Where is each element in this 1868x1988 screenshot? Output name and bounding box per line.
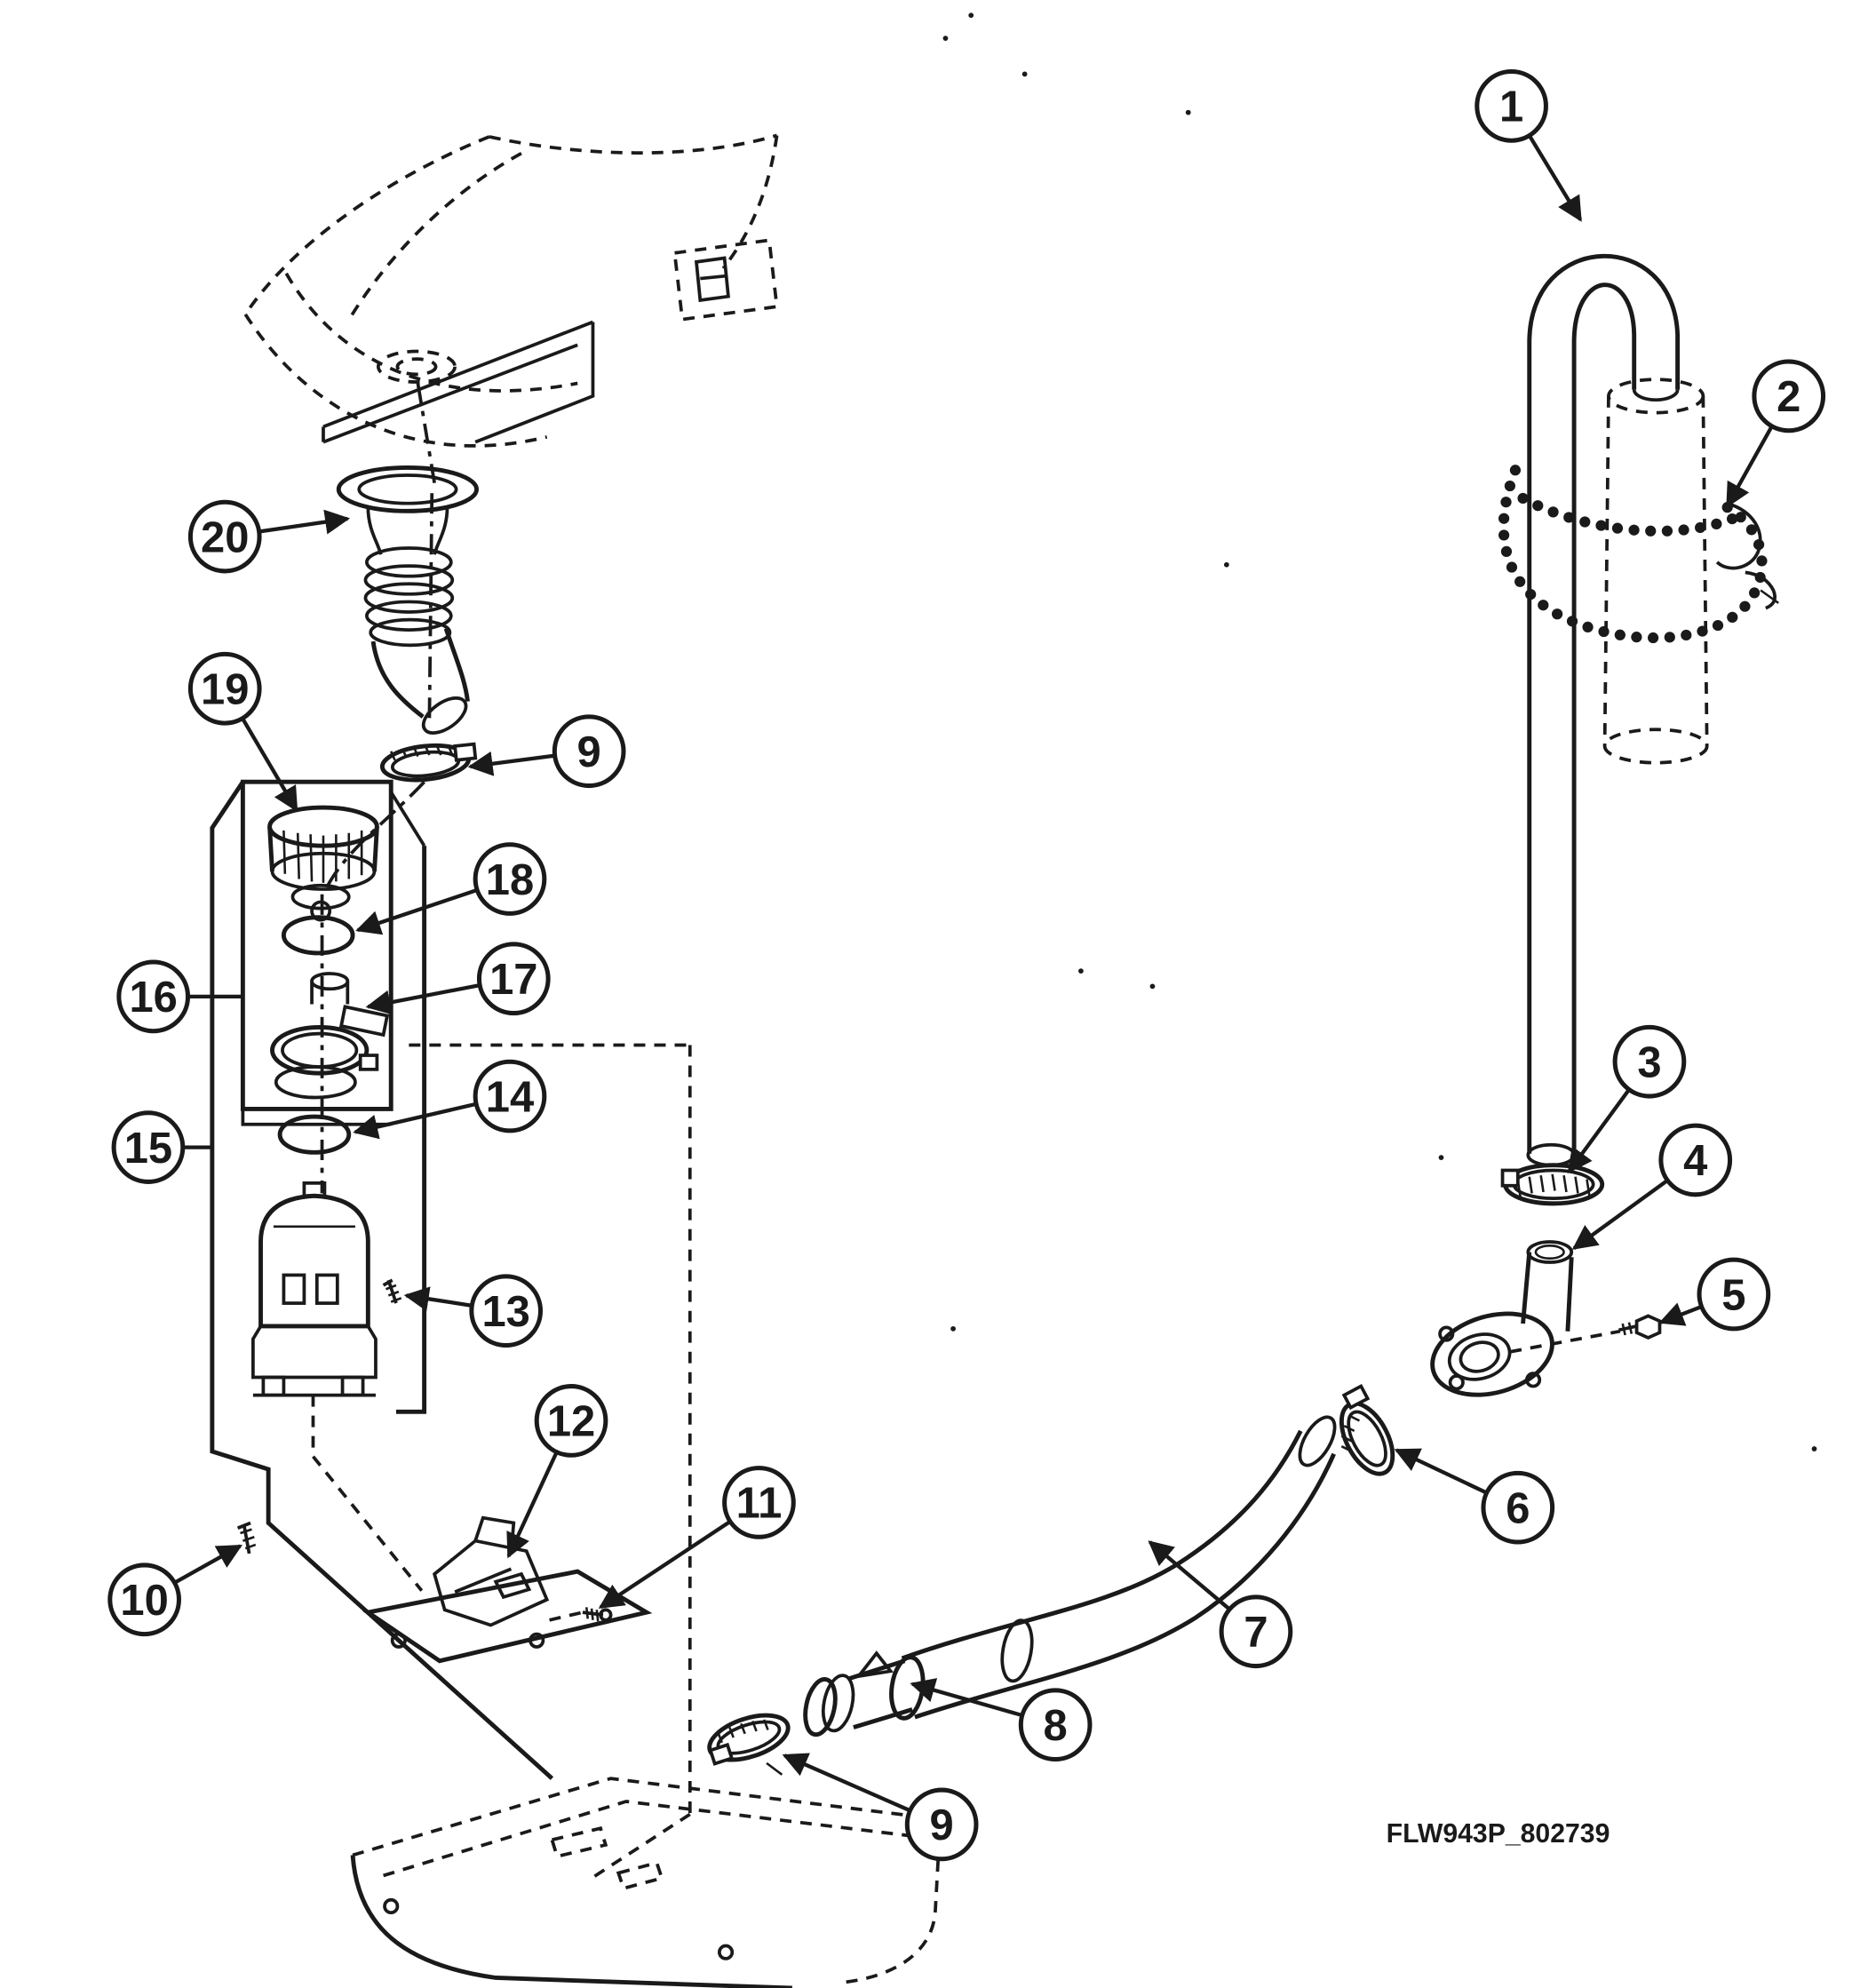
elbow-connector-8 (803, 1650, 913, 1738)
callout-9: 9 (782, 1753, 979, 1862)
callout-18: 18 (355, 842, 547, 935)
callout-20: 20 (187, 499, 351, 574)
callout-10: 10 (107, 1544, 242, 1637)
hose-clamp-3 (1500, 1163, 1605, 1206)
screw-11 (582, 1607, 613, 1622)
svg-text:7: 7 (1244, 1609, 1268, 1657)
screw-13 (382, 1278, 402, 1304)
screw-5 (1618, 1314, 1662, 1340)
svg-text:9: 9 (577, 728, 601, 776)
callout-3: 3 (1567, 1024, 1687, 1174)
callout-15: 15 (111, 1110, 212, 1184)
callout-6: 6 (1394, 1448, 1555, 1545)
callout-2: 2 (1725, 359, 1826, 509)
callout-7: 7 (1148, 1540, 1293, 1669)
drain-pump (251, 1181, 378, 1397)
callout-8: 8 (910, 1678, 1093, 1762)
svg-text:16: 16 (130, 974, 178, 1022)
svg-text:15: 15 (124, 1125, 172, 1173)
outlet-flange-4 (1430, 1240, 1574, 1397)
bead-chain-2 (1498, 465, 1779, 644)
standpipe-outline (1602, 378, 1709, 765)
svg-text:3: 3 (1637, 1038, 1661, 1086)
drain-funnel (336, 465, 480, 735)
svg-text:20: 20 (201, 513, 249, 561)
base-frame (350, 1777, 942, 1988)
callout-12: 12 (506, 1384, 608, 1559)
callout-9: 9 (467, 714, 626, 789)
pump-inlet-cap (267, 805, 379, 922)
svg-text:6: 6 (1506, 1484, 1530, 1532)
tub-outline (243, 133, 779, 448)
svg-text:18: 18 (486, 856, 534, 904)
svg-text:9: 9 (930, 1801, 954, 1849)
svg-text:12: 12 (547, 1398, 595, 1446)
hose-clamp-6 (1339, 1383, 1395, 1476)
centerlines (266, 383, 1621, 1882)
hose-clamp-top (379, 742, 478, 783)
callout-5: 5 (1658, 1257, 1771, 1332)
screw-10 (236, 1521, 257, 1555)
svg-text:4: 4 (1683, 1137, 1707, 1185)
svg-text:11: 11 (736, 1480, 783, 1528)
seal-ring-14 (277, 1114, 352, 1155)
callout-4: 4 (1571, 1123, 1733, 1250)
svg-text:2: 2 (1777, 373, 1800, 421)
svg-text:10: 10 (120, 1577, 168, 1625)
svg-text:17: 17 (489, 956, 537, 1004)
svg-text:1: 1 (1499, 83, 1523, 131)
callout-14: 14 (353, 1059, 547, 1140)
svg-text:14: 14 (486, 1073, 534, 1121)
valve-fitting-17 (270, 972, 390, 1100)
callout-11: 11 (598, 1466, 796, 1610)
drain-hose-7 (889, 1415, 1337, 1721)
svg-text:13: 13 (481, 1288, 529, 1336)
svg-text:19: 19 (201, 666, 249, 714)
svg-text:5: 5 (1721, 1271, 1745, 1319)
hose-clamp-bottom (707, 1713, 791, 1776)
svg-text:8: 8 (1044, 1702, 1068, 1750)
seal-ring-18 (281, 915, 355, 956)
figure-code: FLW943P_802739 (1387, 1819, 1610, 1849)
callout-16: 16 (116, 959, 243, 1034)
callout-19: 19 (187, 651, 298, 813)
gooseneck-hose-1 (1526, 253, 1681, 1167)
callout-17: 17 (365, 942, 551, 1016)
callout-13: 13 (403, 1274, 544, 1348)
mounting-bracket-12 (362, 1515, 653, 1664)
callout-1: 1 (1475, 69, 1583, 222)
scan-speckles (942, 12, 1817, 1451)
